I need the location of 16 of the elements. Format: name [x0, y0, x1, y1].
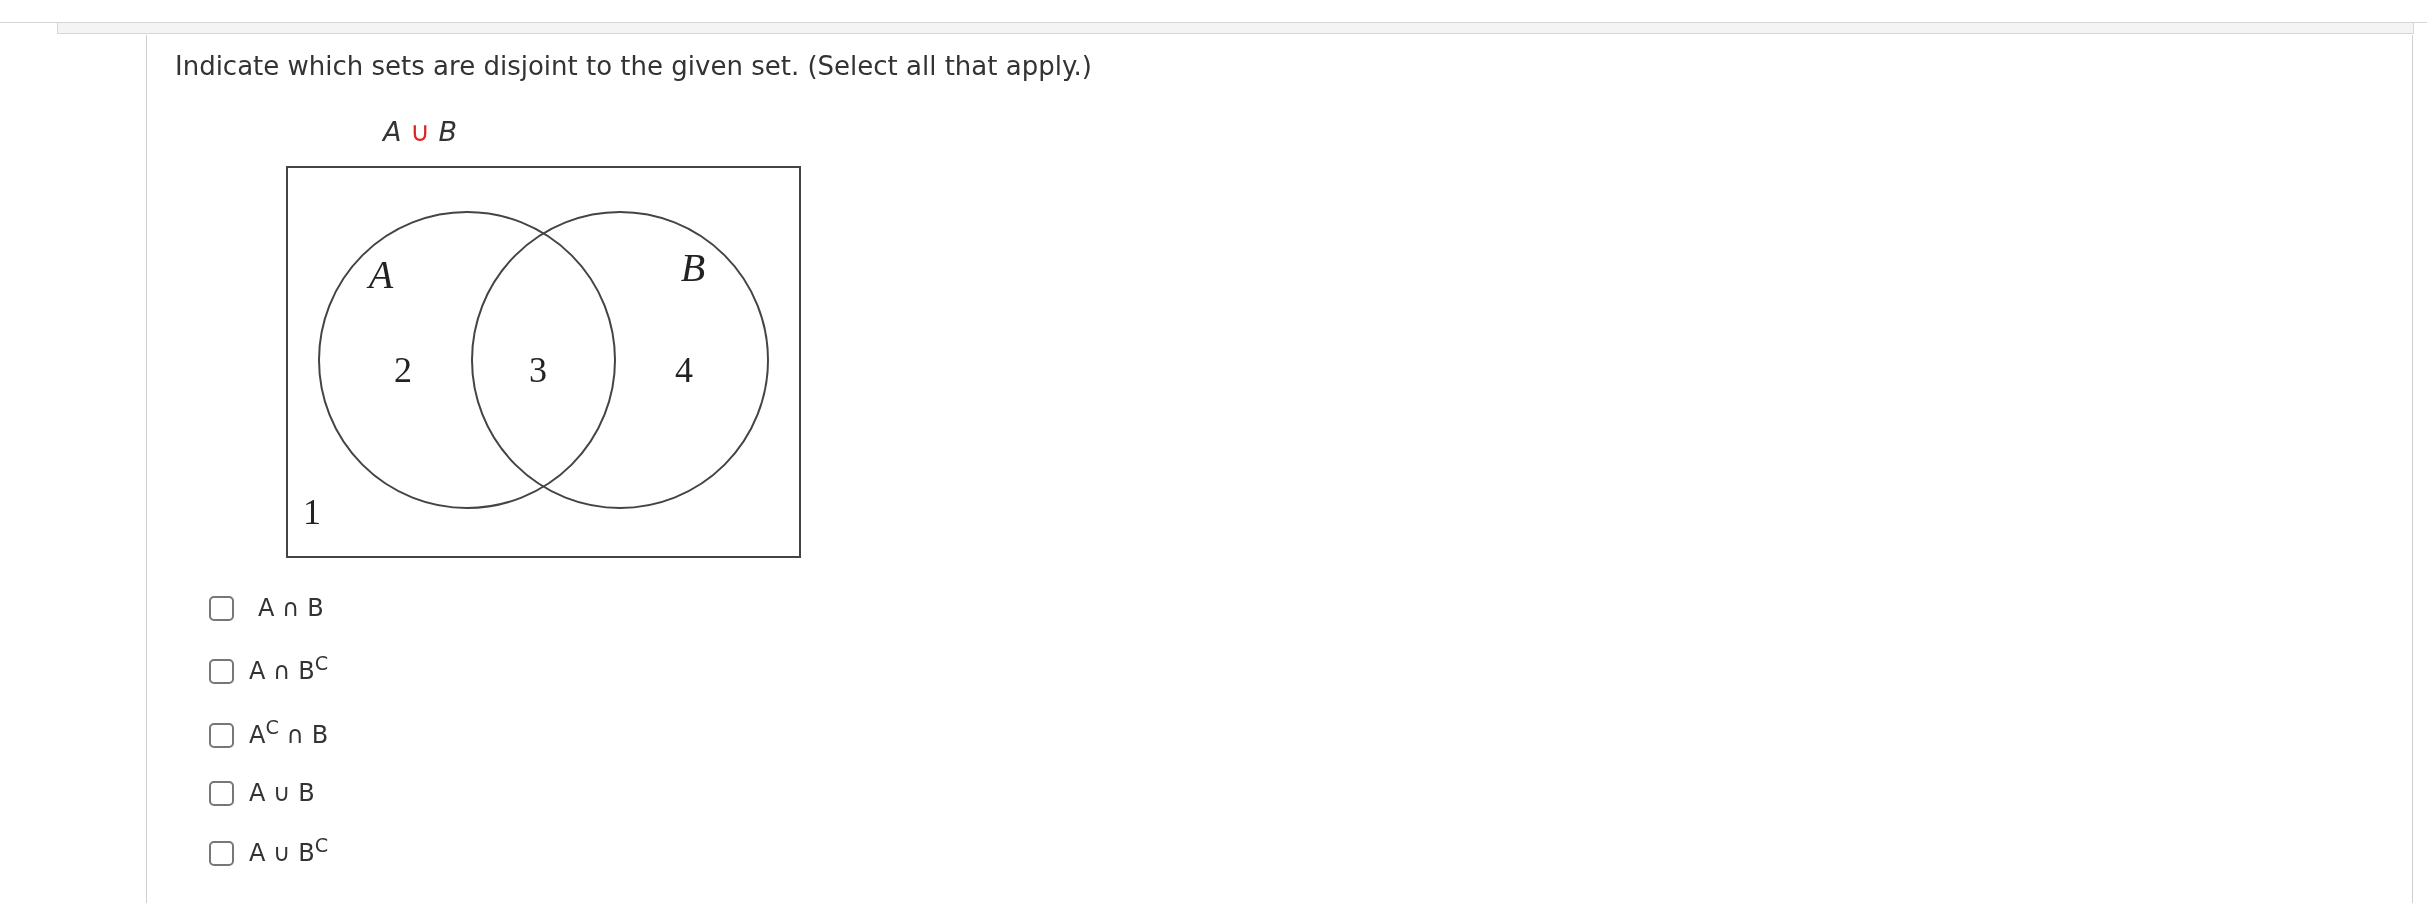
option-label: A ∩ B$^{C}$ — [249, 656, 329, 686]
set-expression: A ∪ B — [383, 117, 457, 145]
question-text: Indicate which sets are disjoint to the given set. (Select all that apply.) — [175, 50, 1092, 82]
option-label: A ∪ B — [249, 778, 315, 808]
option-label: A$^{C}$ ∩ B — [249, 720, 329, 750]
region-number: 3 — [529, 352, 547, 388]
region-number: 1 — [303, 494, 321, 530]
universal-set-box — [286, 166, 801, 558]
region-number: 2 — [394, 352, 412, 388]
set-circle — [471, 211, 769, 509]
option-label: A ∩ B — [258, 593, 324, 623]
set-name: B — [680, 248, 706, 288]
option-label: A ∪ B$^{C}$ — [249, 838, 329, 868]
set-circle — [318, 211, 616, 509]
set-name: A — [368, 255, 394, 295]
region-number: 4 — [675, 352, 693, 388]
